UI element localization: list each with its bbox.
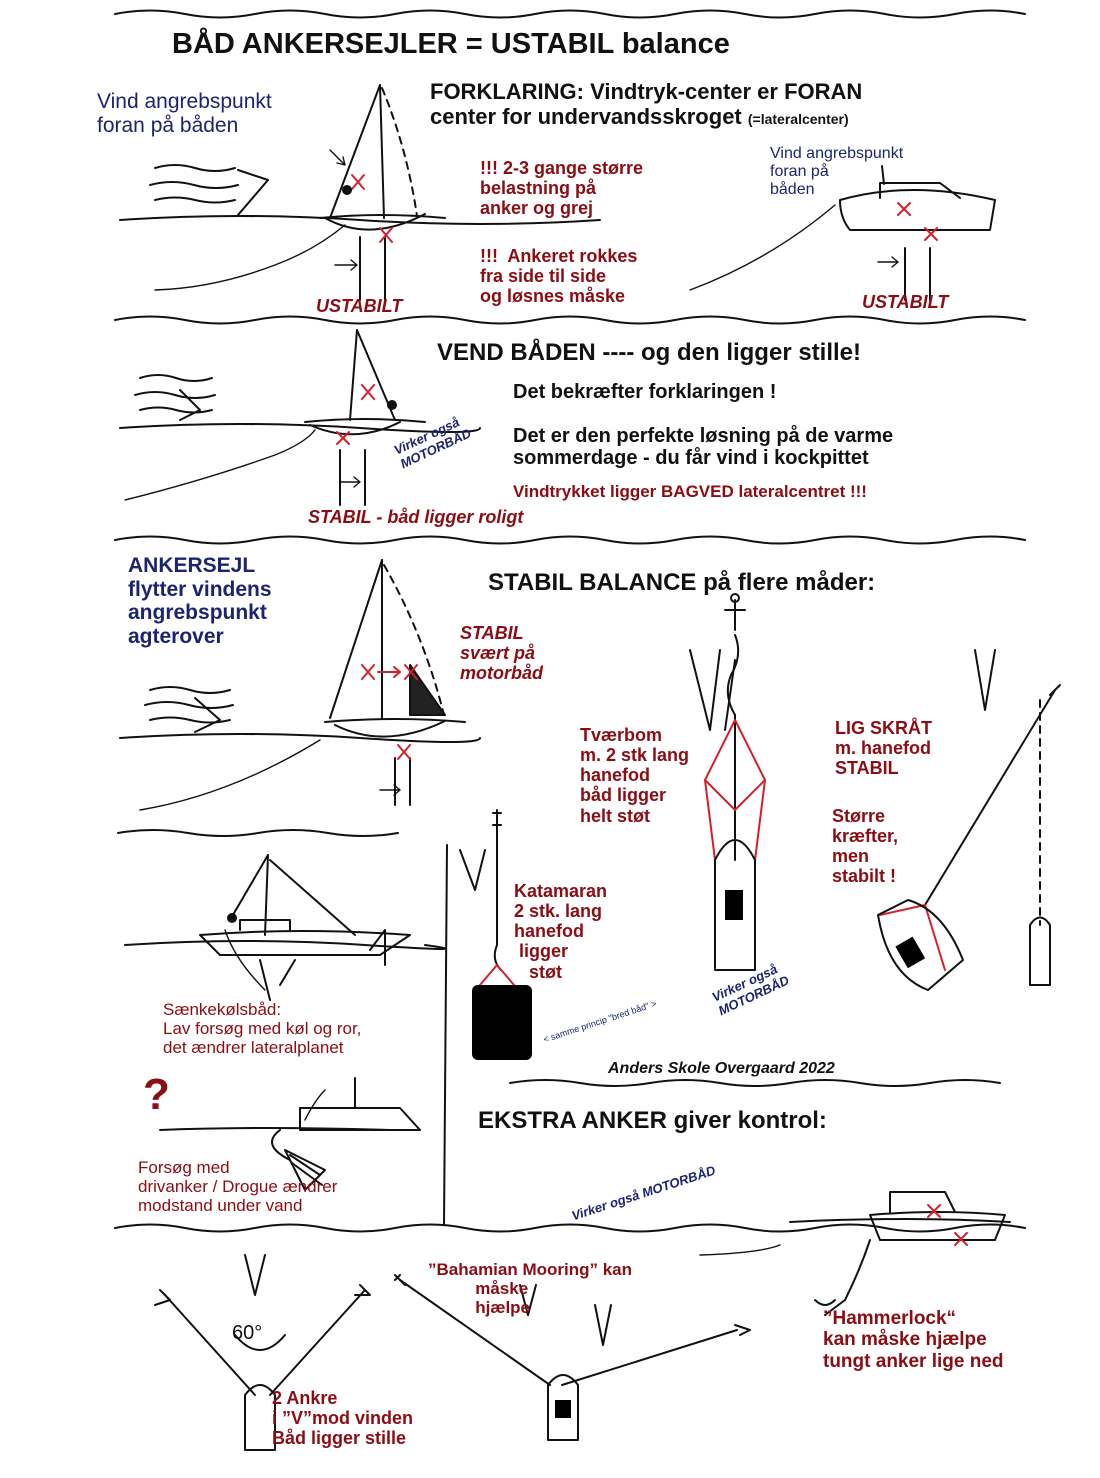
- explanation-heading: FORKLARING: Vindtryk-center er FORAN cen…: [430, 80, 862, 129]
- wind-point-label: Vind angrebspunkt foran på båden: [97, 90, 272, 137]
- wave-divider-4: [510, 1080, 1000, 1086]
- page-title: BÅD ANKERSEJLER = USTABIL balance: [172, 28, 730, 60]
- unstable-label-right: USTABILT: [862, 292, 948, 312]
- wave-divider-top: [115, 11, 1025, 18]
- wind-pressure-behind-text: Vindtrykket ligger BAGVED lateralcentret…: [513, 482, 867, 501]
- stable-boat-label: STABIL - båd ligger roligt: [308, 507, 523, 527]
- author-credit: Anders Skole Overgaard 2022: [608, 1060, 835, 1078]
- load-note: !!! 2-3 gange større belastning på anker…: [480, 158, 643, 218]
- question-mark: ?: [143, 1070, 170, 1119]
- explanation-note: (=lateralcenter): [748, 111, 849, 127]
- riding-sail-label: ANKERSEJL flytter vindens angrebspunkt a…: [128, 554, 272, 648]
- unstable-label-left: USTABILT: [316, 296, 402, 316]
- hammerlock-sketch: [700, 1192, 1010, 1315]
- anchor-rocks-note: !!! Ankeret rokkes fra side til side og …: [480, 246, 637, 306]
- sailboat-turned-stable-sketch: [120, 330, 480, 505]
- confirm-text: Det bekræfter forklaringen !: [513, 381, 776, 403]
- turn-boat-heading: VEND BÅDEN ---- og den ligger stille!: [437, 340, 861, 367]
- lifting-keel-sketch: [125, 855, 445, 1000]
- vertical-divider: [444, 845, 447, 1225]
- crossboom-topview-sketch: [690, 594, 765, 970]
- bigger-forces-label: Større kræfter, men stabilt !: [832, 806, 898, 887]
- wave-divider-2: [115, 537, 1025, 544]
- perfect-solution-text: Det er den perfekte løsning på de varme …: [513, 425, 893, 470]
- two-anchors-label: 2 Ankre i ”V”mod vinden Båd ligger still…: [272, 1388, 413, 1448]
- angled-bridle-sketch: [878, 650, 1060, 990]
- wave-divider-1: [115, 317, 1025, 324]
- catamaran-label: Katamaran 2 stk. lang hanefod ligger stø…: [514, 881, 607, 982]
- extra-anchor-heading: EKSTRA ANKER giver kontrol:: [478, 1108, 827, 1135]
- bahamian-mooring-label: ”Bahamian Mooring” kan måske hjælpe: [428, 1260, 632, 1317]
- stable-hard-motorboat-label: STABIL svært på motorbåd: [460, 623, 543, 683]
- crossboom-label: Tværbom m. 2 stk lang hanefod båd ligger…: [580, 725, 689, 826]
- motorboat-wind-point-label: Vind angrebspunkt foran på båden: [770, 145, 903, 199]
- lie-angled-label: LIG SKRÅT m. hanefod STABIL: [835, 718, 932, 778]
- wave-divider-3: [118, 830, 398, 836]
- wave-divider-5: [115, 1225, 1025, 1232]
- hammerlock-label: ”Hammerlock“ kan måske hjælpe tungt anke…: [823, 1308, 1004, 1372]
- stable-balance-heading: STABIL BALANCE på flere måder:: [488, 570, 875, 597]
- angle-label: 60°: [232, 1322, 262, 1344]
- drogue-label: Forsøg med drivanker / Drogue ændrer mod…: [138, 1158, 337, 1215]
- lifting-keel-label: Sænkekølsbåd: Lav forsøg med køl og ror,…: [163, 1000, 361, 1057]
